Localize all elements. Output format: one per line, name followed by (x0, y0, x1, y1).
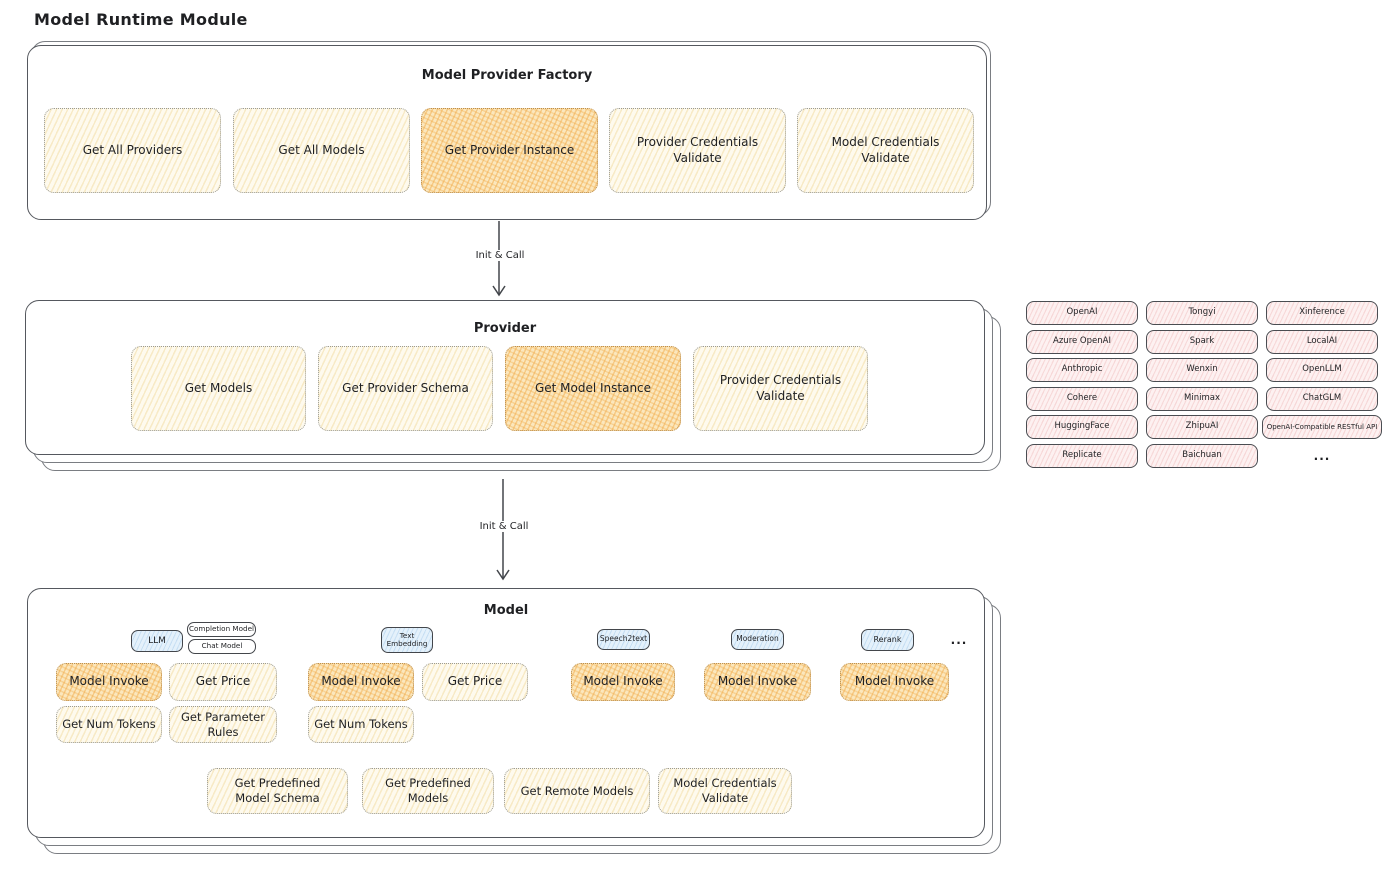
factory-title: Model Provider Factory (421, 68, 593, 83)
provider-pill-openai-compatible: OpenAI-Compatible RESTful API (1262, 415, 1382, 439)
btn-get-price-llm: Get Price (169, 663, 277, 701)
btn-get-all-providers: Get All Providers (44, 108, 221, 193)
btn-get-provider-schema: Get Provider Schema (318, 346, 493, 431)
btn-get-model-instance: Get Model Instance (505, 346, 681, 431)
btn-model-invoke-moderation: Model Invoke (704, 663, 811, 701)
provider-pill-openai: OpenAI (1026, 301, 1138, 325)
btn-model-invoke-llm: Model Invoke (56, 663, 162, 701)
btn-get-predefined-model-schema: Get Predefined Model Schema (207, 768, 348, 814)
provider-list-more: ... (1313, 448, 1331, 463)
btn-get-remote-models: Get Remote Models (504, 768, 650, 814)
tab-speech2text: Speech2text (597, 629, 650, 650)
btn-get-num-tokens-embedding: Get Num Tokens (308, 706, 414, 743)
provider-pill-zhipuai: ZhipuAI (1146, 415, 1258, 439)
btn-get-predefined-models: Get Predefined Models (362, 768, 494, 814)
btn-model-invoke-rerank: Model Invoke (840, 663, 949, 701)
model-tabs-more: ... (950, 633, 968, 647)
tab-moderation: Moderation (731, 629, 784, 650)
provider-pill-huggingface: HuggingFace (1026, 415, 1138, 439)
provider-pill-wenxin: Wenxin (1146, 358, 1258, 382)
provider-pill-localai: LocalAI (1266, 329, 1378, 354)
btn-get-num-tokens-llm: Get Num Tokens (56, 706, 162, 743)
factory-box: Model Provider Factory Get All Providers… (27, 45, 987, 220)
btn-get-provider-instance: Get Provider Instance (421, 108, 598, 193)
tab-chat-model: Chat Model (188, 639, 256, 654)
provider-title: Provider (473, 321, 537, 336)
btn-provider-credentials-validate-2: Provider Credentials Validate (693, 346, 868, 431)
tab-completion-model: Completion Model (187, 622, 256, 637)
provider-box: Provider Get Models Get Provider Schema … (25, 300, 985, 455)
provider-pill-baichuan: Baichuan (1146, 443, 1258, 468)
provider-pill-spark: Spark (1146, 329, 1258, 354)
provider-pill-cohere: Cohere (1026, 386, 1138, 411)
provider-pill-azure-openai: Azure OpenAI (1026, 329, 1138, 354)
arrow-label-init-call-1: Init & Call (470, 250, 530, 261)
provider-list: OpenAI Tongyi Xinference Azure OpenAI Sp… (1026, 301, 1382, 468)
provider-pill-tongyi: Tongyi (1146, 301, 1258, 325)
provider-pill-anthropic: Anthropic (1026, 358, 1138, 382)
btn-model-credentials-validate-2: Model Credentials Validate (658, 768, 792, 814)
btn-get-all-models: Get All Models (233, 108, 410, 193)
tab-llm: LLM (131, 630, 183, 652)
model-title: Model (483, 603, 529, 618)
tab-rerank: Rerank (861, 629, 914, 651)
model-box: Model LLM Completion Model Chat Model Te… (27, 588, 985, 838)
btn-model-credentials-validate: Model Credentials Validate (797, 108, 974, 193)
btn-provider-credentials-validate: Provider Credentials Validate (609, 108, 786, 193)
arrow-label-init-call-2: Init & Call (474, 521, 534, 532)
provider-pill-openllm: OpenLLM (1266, 358, 1378, 382)
btn-get-models: Get Models (131, 346, 306, 431)
btn-get-parameter-rules: Get Parameter Rules (169, 706, 277, 743)
btn-get-price-embedding: Get Price (422, 663, 528, 701)
btn-model-invoke-speech2text: Model Invoke (571, 663, 675, 701)
provider-pill-minimax: Minimax (1146, 386, 1258, 411)
provider-pill-xinference: Xinference (1266, 301, 1378, 325)
provider-pill-replicate: Replicate (1026, 443, 1138, 468)
tab-text-embedding: Text Embedding (381, 627, 433, 653)
provider-pill-chatglm: ChatGLM (1266, 386, 1378, 411)
page-title: Model Runtime Module (34, 10, 248, 29)
btn-model-invoke-embedding: Model Invoke (308, 663, 414, 701)
